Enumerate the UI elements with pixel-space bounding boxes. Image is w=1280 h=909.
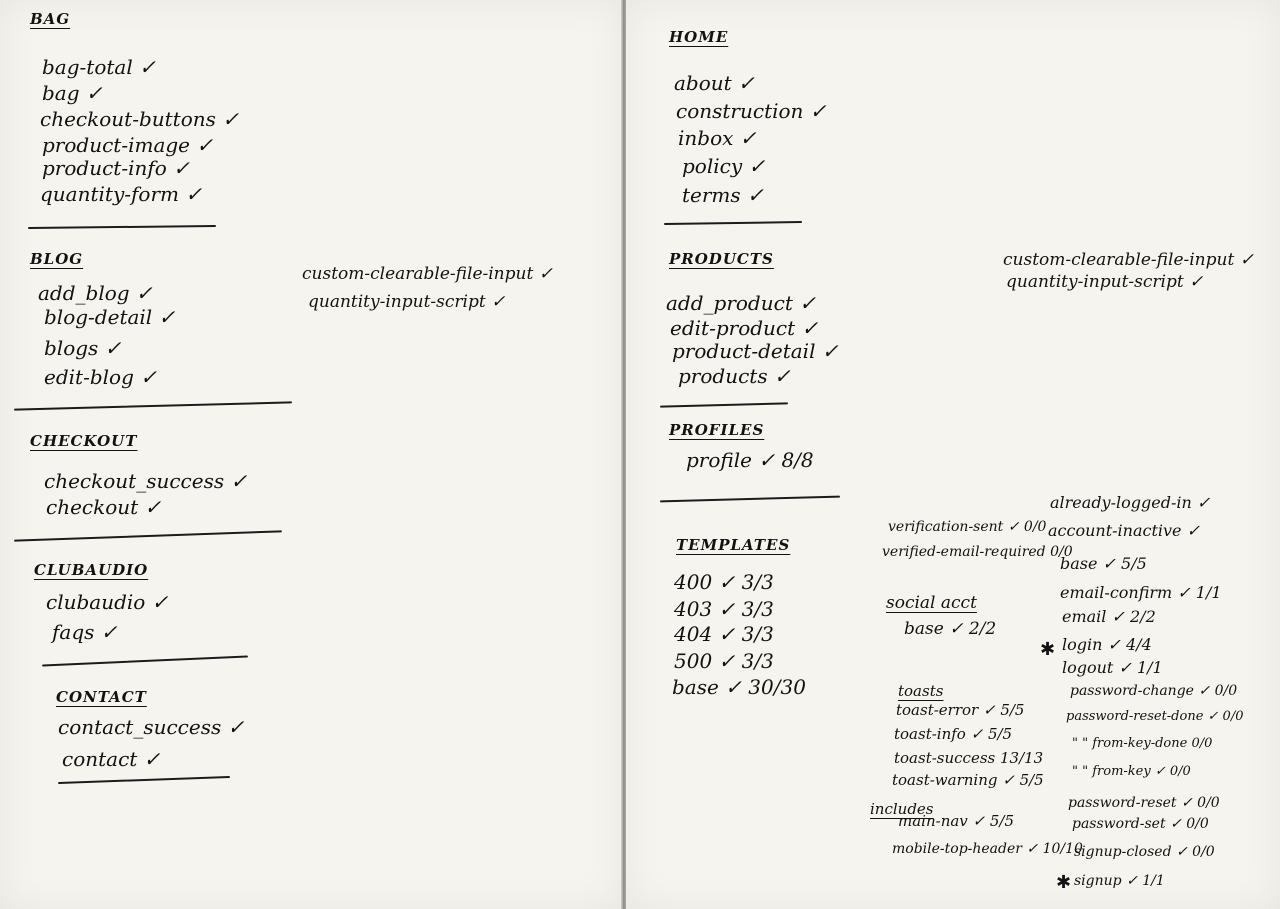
divider [663, 221, 803, 225]
script-note: quantity-input-script ✓ [1006, 272, 1204, 292]
script-note: custom-clearable-file-input ✓ [1003, 250, 1254, 270]
blog-item: blog-detail ✓ [44, 305, 176, 329]
clubaudio-item: clubaudio ✓ [46, 590, 169, 614]
templates-item: 404 ✓ 3/3 [674, 622, 774, 646]
bag-item: product-info ✓ [42, 156, 190, 180]
divider [659, 402, 789, 408]
left-page: BAG bag-total ✓ bag ✓ checkout-buttons ✓… [0, 0, 623, 909]
star-mark-icon: ✱ [1056, 872, 1072, 893]
verification-item: verified-email-required 0/0 [882, 544, 1073, 560]
home-heading: HOME [669, 28, 729, 46]
account-item: " " from-key ✓ 0/0 [1072, 764, 1191, 779]
account-item: " " from-key-done 0/0 [1072, 736, 1213, 751]
toasts-item: toast-warning ✓ 5/5 [892, 771, 1044, 789]
account-item: email ✓ 2/2 [1062, 607, 1156, 626]
divider [14, 401, 292, 411]
account-item: login ✓ 4/4 [1062, 635, 1152, 654]
social-acct-heading: social acct [886, 593, 977, 613]
divider [58, 775, 230, 785]
bag-item: bag-total ✓ [42, 55, 156, 79]
social-acct-item: base ✓ 2/2 [904, 619, 997, 639]
contact-item: contact ✓ [62, 747, 161, 771]
toasts-heading: toasts [898, 682, 944, 700]
includes-heading: includes [870, 800, 934, 818]
bag-heading: BAG [30, 10, 71, 28]
account-item: password-reset ✓ 0/0 [1068, 795, 1220, 811]
account-item: signup-closed ✓ 0/0 [1074, 844, 1215, 860]
home-item: policy ✓ [682, 154, 766, 178]
bag-item: bag ✓ [42, 81, 103, 105]
star-mark-icon: ✱ [1040, 639, 1056, 660]
toasts-item: toast-success 13/13 [894, 749, 1044, 767]
divider [42, 655, 248, 667]
account-item: password-set ✓ 0/0 [1072, 816, 1209, 832]
home-item: terms ✓ [682, 183, 764, 207]
home-item: construction ✓ [676, 99, 827, 123]
account-item: password-reset-done ✓ 0/0 [1066, 709, 1244, 724]
products-item: product-detail ✓ [672, 339, 839, 363]
products-heading: PRODUCTS [669, 250, 774, 268]
products-item: add_product ✓ [666, 291, 816, 315]
templates-item: 400 ✓ 3/3 [674, 570, 774, 594]
divider [14, 530, 282, 542]
clubaudio-heading: CLUBAUDIO [34, 561, 149, 579]
profiles-heading: PROFILES [669, 421, 765, 439]
templates-item: 500 ✓ 3/3 [674, 649, 774, 673]
templates-heading: TEMPLATES [676, 536, 791, 554]
page-spine [621, 0, 628, 909]
blog-heading: BLOG [30, 250, 84, 268]
toasts-item: toast-info ✓ 5/5 [894, 725, 1013, 743]
verification-item: verification-sent ✓ 0/0 [888, 519, 1047, 535]
blog-item: edit-blog ✓ [44, 365, 157, 389]
checkout-heading: CHECKOUT [30, 432, 138, 450]
account-item: base ✓ 5/5 [1060, 554, 1147, 573]
account-item: account-inactive ✓ [1048, 521, 1201, 540]
templates-item: 403 ✓ 3/3 [674, 597, 774, 621]
checkout-item: checkout_success ✓ [44, 469, 248, 493]
products-item: products ✓ [678, 364, 791, 388]
right-page: HOME about ✓ construction ✓ inbox ✓ poli… [626, 0, 1280, 909]
checkout-item: checkout ✓ [46, 495, 162, 519]
clubaudio-item: faqs ✓ [52, 620, 118, 644]
includes-item: mobile-top-header ✓ 10/10 [892, 841, 1083, 857]
account-item: signup ✓ 1/1 [1074, 873, 1165, 889]
includes-item: main-nav ✓ 5/5 [898, 812, 1015, 830]
toasts-item: toast-error ✓ 5/5 [896, 701, 1025, 719]
divider [660, 495, 840, 503]
account-item: logout ✓ 1/1 [1062, 658, 1163, 677]
templates-item: base ✓ 30/30 [672, 675, 806, 699]
products-item: edit-product ✓ [670, 316, 819, 340]
script-note: quantity-input-script ✓ [308, 292, 506, 312]
blog-item: blogs ✓ [44, 336, 122, 360]
account-item: already-logged-in ✓ [1050, 493, 1211, 512]
script-note: custom-clearable-file-input ✓ [302, 264, 553, 284]
blog-item: add_blog ✓ [38, 281, 153, 305]
profiles-item: profile ✓ 8/8 [686, 448, 814, 472]
bag-item: quantity-form ✓ [40, 182, 203, 206]
bag-item: product-image ✓ [42, 133, 214, 157]
account-item: password-change ✓ 0/0 [1070, 683, 1238, 699]
bag-item: checkout-buttons ✓ [40, 107, 240, 131]
account-item: email-confirm ✓ 1/1 [1060, 583, 1222, 602]
home-item: inbox ✓ [678, 126, 757, 150]
contact-item: contact_success ✓ [58, 715, 245, 739]
divider [27, 225, 217, 229]
contact-heading: CONTACT [56, 688, 147, 706]
home-item: about ✓ [674, 71, 755, 95]
